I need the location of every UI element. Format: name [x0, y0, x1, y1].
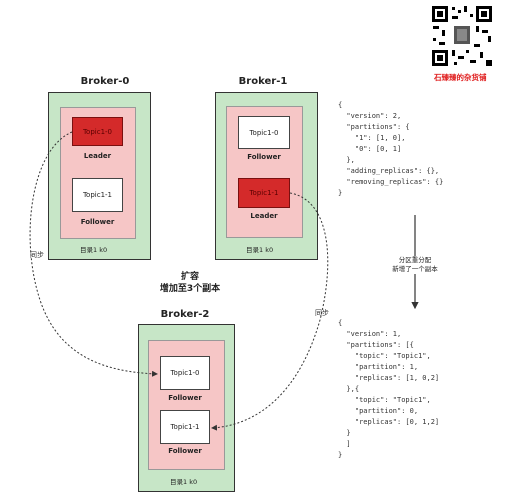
broker-0-topic1-0: Topic1-0: [72, 117, 123, 146]
broker-2-topic1-0: Topic1-0: [160, 356, 210, 390]
json-after-line: "partitions": [{: [338, 341, 414, 349]
sync-arrow-broker0-to-broker2: [29, 131, 158, 377]
sync-label-left: 同步: [30, 251, 44, 259]
json-after-line: "replicas": [0, 1,2]: [338, 418, 440, 426]
json-before-line: "adding_replicas": {},: [338, 167, 440, 175]
sync-label-right: 同步: [315, 309, 329, 317]
json-before-line: },: [338, 156, 355, 164]
json-before-line: {: [338, 101, 343, 109]
scale-out-label: 扩容 增加至3个副本: [140, 271, 240, 295]
json-after-block: { "version": 1, "partitions": [{ "topic"…: [334, 314, 498, 462]
json-after-line: }: [338, 429, 351, 437]
json-after-line: }: [338, 451, 343, 459]
qr-code-icon: [430, 4, 494, 68]
json-after-line: },{: [338, 385, 360, 393]
broker-1-title: Broker-1: [238, 76, 288, 87]
broker-1-topic1-1-role: Leader: [250, 212, 278, 220]
json-before-line: "partitions": {: [338, 123, 410, 131]
json-after-line: "replicas": [1, 0,2]: [338, 374, 440, 382]
json-before-line: "0": [0, 1]: [338, 145, 402, 153]
json-after-line: "version": 1,: [338, 330, 402, 338]
broker-0-dir-label: 目录1 k0: [80, 246, 108, 254]
scale-out-line2: 增加至3个副本: [159, 284, 221, 294]
broker-2-topic1-0-role: Follower: [168, 394, 202, 402]
brand-label: 石臻臻的杂货铺: [434, 73, 487, 82]
json-before-line: "version": 2,: [338, 112, 402, 120]
reassignment-note-line2: 新增了一个副本: [392, 265, 438, 273]
broker-0-topic1-1: Topic1-1: [72, 178, 123, 212]
json-after-line: "topic": "Topic1",: [338, 396, 431, 404]
broker-0-topic1-0-role: Leader: [83, 152, 112, 160]
json-after-line: ]: [338, 440, 351, 448]
broker-2-topic1-1: Topic1-1: [160, 410, 210, 444]
reassignment-note-line1: 分区重分配: [398, 256, 432, 264]
json-before-line: "removing_replicas": {}: [338, 178, 444, 186]
json-before-line: }: [338, 189, 343, 197]
json-after-line: "topic": "Topic1",: [338, 352, 431, 360]
json-after-line: {: [338, 319, 343, 327]
broker-2-dir-label: 目录1 k0: [170, 478, 198, 486]
json-before-block: { "version": 2, "partitions": { "1": [1,…: [334, 96, 498, 208]
broker-0-topic1-1-role: Follower: [80, 218, 115, 226]
broker-1-topic1-1: Topic1-1: [238, 178, 290, 208]
broker-1-topic1-0: Topic1-0: [238, 116, 290, 149]
json-after-line: "partition": 0,: [338, 407, 419, 415]
broker-0-title: Broker-0: [80, 76, 130, 87]
broker-2-topic1-1-role: Follower: [168, 447, 202, 455]
broker-2-title: Broker-2: [160, 309, 210, 320]
broker-1-topic1-0-role: Follower: [247, 153, 281, 161]
json-before-line: "1": [1, 0],: [338, 134, 406, 142]
reassignment-note: 分区重分配 新增了一个副本: [378, 256, 452, 274]
sync-arrow-broker1-to-broker2: [211, 192, 329, 431]
json-after-line: "partition": 1,: [338, 363, 419, 371]
scale-out-line1: 扩容: [180, 272, 199, 282]
broker-1-dir-label: 目录1 k0: [246, 246, 274, 254]
